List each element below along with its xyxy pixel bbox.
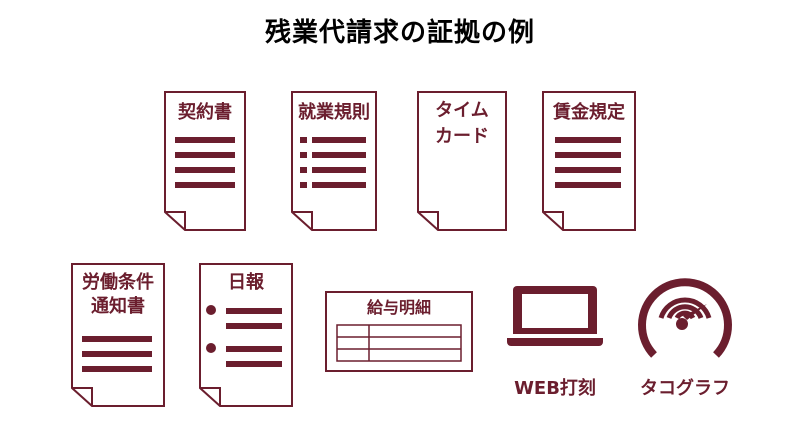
payslip-document: 給与明細 xyxy=(325,291,473,372)
speedometer-icon xyxy=(638,278,732,358)
payslip-label: 給与明細 xyxy=(366,298,431,317)
bullet-dot xyxy=(206,305,216,315)
timecard-document: タイム カード xyxy=(416,90,508,232)
laptop-icon xyxy=(507,286,603,346)
bullet-mark xyxy=(300,137,307,143)
text-line xyxy=(555,137,621,143)
text-line xyxy=(82,366,152,372)
timecard-label-line1: タイム xyxy=(435,100,489,121)
text-line xyxy=(226,323,282,329)
bullet-mark xyxy=(300,167,307,173)
document-outline-icon xyxy=(291,91,377,231)
tachograph-label: タコグラフ xyxy=(640,378,730,399)
payslip-table-icon xyxy=(325,291,473,372)
wage-rules-document: 賃金規定 xyxy=(541,90,637,232)
text-line xyxy=(555,167,621,173)
text-line xyxy=(82,336,152,342)
text-line xyxy=(175,182,235,188)
wage-rules-label: 賃金規定 xyxy=(553,102,625,123)
document-outline-icon xyxy=(199,263,293,407)
text-line xyxy=(312,137,366,143)
web-clock-label: WEB打刻 xyxy=(514,378,596,399)
daily-report-label: 日報 xyxy=(228,272,264,293)
text-line xyxy=(175,152,235,158)
text-line xyxy=(226,361,282,367)
labor-conditions-document: 労働条件 通知書 xyxy=(70,262,166,408)
document-outline-icon xyxy=(542,91,636,231)
page-title: 残業代請求の証拠の例 xyxy=(264,18,535,48)
work-rules-label: 就業規則 xyxy=(298,102,370,123)
contract-document: 契約書 xyxy=(163,90,247,232)
daily-report-document: 日報 xyxy=(198,262,294,408)
contract-label: 契約書 xyxy=(178,102,232,123)
work-rules-document: 就業規則 xyxy=(290,90,378,232)
timecard-label-line2: カード xyxy=(435,126,489,147)
text-line xyxy=(312,167,366,173)
labor-conditions-label-line1: 労働条件 xyxy=(82,272,154,293)
document-outline-icon xyxy=(417,91,507,231)
text-line xyxy=(226,346,282,352)
labor-conditions-label-line2: 通知書 xyxy=(91,296,145,317)
bullet-mark xyxy=(300,152,307,158)
text-lines xyxy=(555,137,621,197)
text-line xyxy=(555,182,621,188)
text-line xyxy=(555,152,621,158)
text-line xyxy=(312,182,366,188)
text-line xyxy=(226,308,282,314)
bullet-dot xyxy=(206,343,216,353)
text-line xyxy=(175,137,235,143)
text-lines xyxy=(82,336,152,381)
document-outline-icon xyxy=(164,91,246,231)
text-line xyxy=(82,351,152,357)
text-lines xyxy=(175,137,235,197)
bullet-mark xyxy=(300,182,307,188)
text-line xyxy=(312,152,366,158)
text-line xyxy=(175,167,235,173)
